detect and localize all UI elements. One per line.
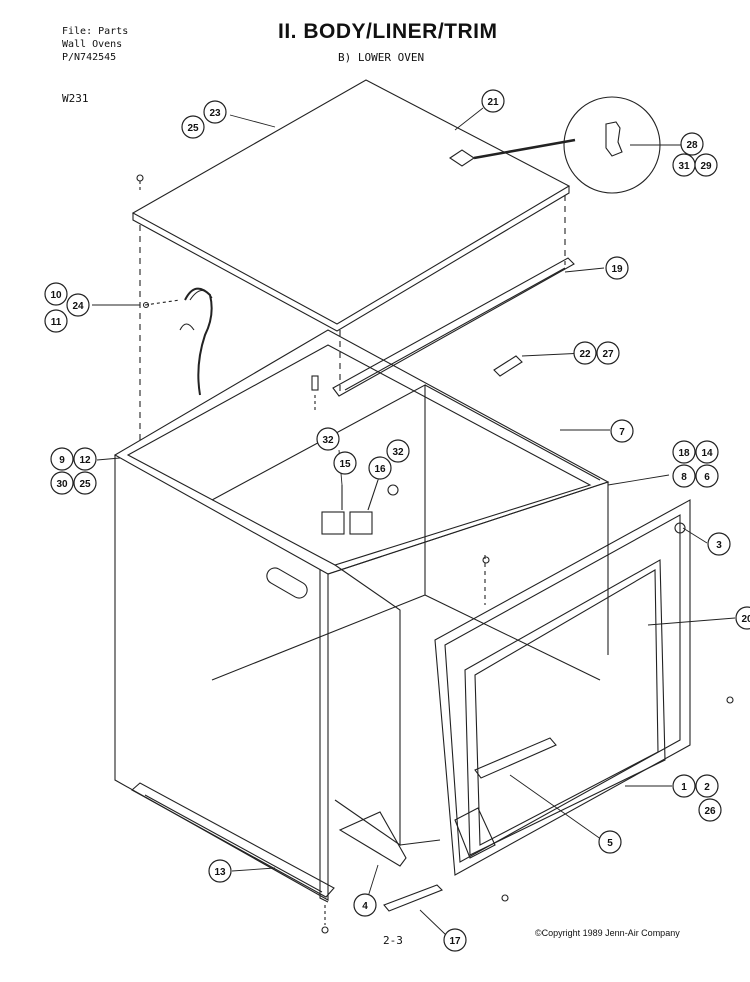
side-handle-slot <box>266 567 308 599</box>
bottom-rail-13 <box>131 782 335 898</box>
callout-26: 26 <box>704 806 716 817</box>
top-panel-edge <box>132 186 570 332</box>
callout-labels: 23 25 21 28 31 29 19 10 24 11 22 27 7 32… <box>50 97 750 947</box>
callout-29: 29 <box>700 161 712 172</box>
callout-21: 21 <box>487 97 499 108</box>
callout-19: 19 <box>611 264 623 275</box>
wire-harness <box>184 287 213 396</box>
rear-rail <box>332 257 575 397</box>
callout-14: 14 <box>701 448 713 459</box>
callout-4: 4 <box>362 901 368 912</box>
model-label: W231 <box>62 92 89 105</box>
liner-back <box>211 384 426 681</box>
callout-22: 22 <box>579 349 591 360</box>
callout-8: 8 <box>681 472 687 483</box>
callout-circles <box>44 89 750 952</box>
file-label: File: Parts <box>62 26 129 37</box>
hinge-hole <box>674 522 686 534</box>
screw-top <box>136 174 144 182</box>
callout-25-b: 25 <box>79 479 91 490</box>
front-frame <box>434 499 691 876</box>
frame-rail-5 <box>474 737 557 779</box>
top-panel <box>131 79 571 325</box>
product-label: Wall Ovens <box>62 39 123 50</box>
callout-1: 1 <box>681 782 687 793</box>
callout-11: 11 <box>51 317 62 328</box>
callout-27: 27 <box>602 349 614 360</box>
copyright-notice: ©Copyright 1989 Jenn-Air Company <box>535 928 680 938</box>
thermostat-clip <box>605 121 623 157</box>
switch-16 <box>349 511 373 535</box>
part-number-label: P/N742545 <box>62 52 117 63</box>
callout-28: 28 <box>686 140 698 151</box>
callout-15: 15 <box>339 459 351 470</box>
callout-10: 10 <box>50 290 62 301</box>
cabinet-top-inner <box>126 344 592 566</box>
bottom-trim-17 <box>383 884 443 912</box>
bracket-left <box>311 375 319 391</box>
callout-31: 31 <box>678 161 690 172</box>
callout-3: 3 <box>716 540 722 551</box>
callout-2: 2 <box>704 782 710 793</box>
callout-20: 20 <box>741 614 750 625</box>
callout-9: 9 <box>59 455 65 466</box>
callout-17: 17 <box>449 936 461 947</box>
front-frame-window <box>464 559 666 856</box>
callout-24: 24 <box>72 301 84 312</box>
callout-32-left: 32 <box>322 435 334 446</box>
door-hinge <box>454 807 496 859</box>
callout-6: 6 <box>704 472 710 483</box>
callout-25: 25 <box>187 123 199 134</box>
page-number: 2-3 <box>383 934 403 947</box>
switch-15 <box>321 511 345 535</box>
bracket-22 <box>493 355 523 377</box>
callout-16: 16 <box>374 464 386 475</box>
page-title: II. BODY/LINER/TRIM <box>278 20 498 43</box>
callout-23: 23 <box>209 108 221 119</box>
zoom-leader <box>473 138 576 160</box>
callout-13: 13 <box>214 867 226 878</box>
liner-front-left <box>334 564 401 847</box>
callout-30: 30 <box>56 479 68 490</box>
hole-plug <box>449 149 475 167</box>
leader-lines <box>92 107 736 936</box>
callout-7: 7 <box>619 427 625 438</box>
callout-12: 12 <box>79 455 91 466</box>
page-subtitle: B) LOWER OVEN <box>338 51 425 64</box>
cabinet-left-side <box>114 455 329 901</box>
callout-32-right: 32 <box>392 447 404 458</box>
bottom-rail-4 <box>338 811 407 867</box>
diagram-linework <box>113 79 734 934</box>
callout-5: 5 <box>607 838 613 849</box>
cabinet-top-frame <box>113 329 610 575</box>
callout-18: 18 <box>678 448 690 459</box>
